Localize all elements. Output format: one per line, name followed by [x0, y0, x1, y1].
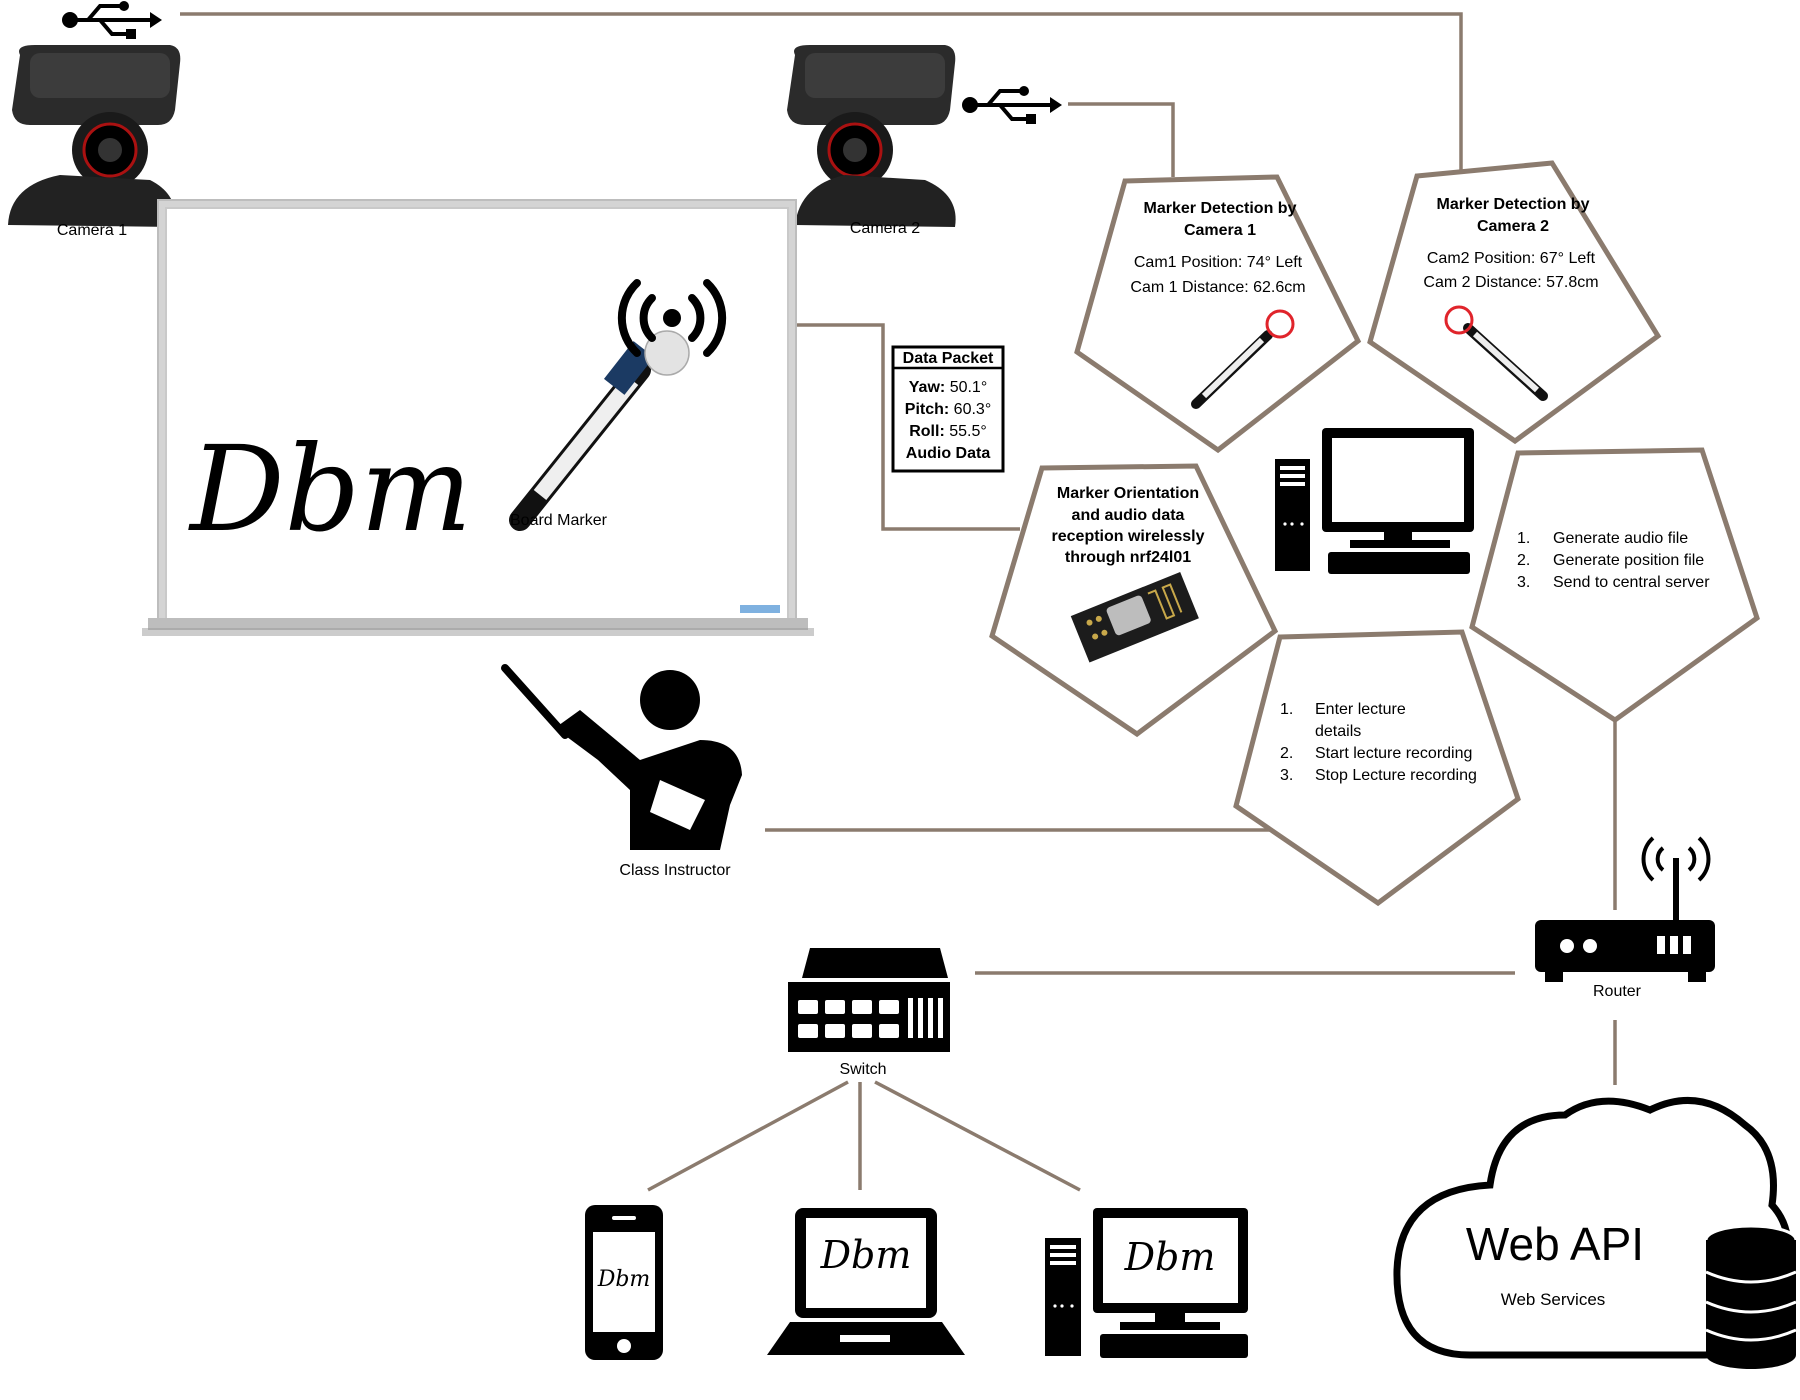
- cam1-distance: Cam 1 Distance: 62.6cm: [1130, 279, 1305, 296]
- orientation-line1: Marker Orientation: [1057, 485, 1199, 502]
- pentagon-lecture: [1233, 629, 1521, 907]
- cam2-detection-title-line1: Marker Detection by: [1437, 196, 1590, 213]
- class-instructor-label: Class Instructor: [619, 862, 731, 879]
- laptop-icon: Dbm: [767, 1208, 965, 1355]
- usb-icon: [62, 1, 162, 39]
- data-packet-box: Data Packet Yaw: 50.1° Pitch: 60.3° Roll…: [891, 345, 1005, 473]
- pentagon-generate: [1469, 447, 1760, 724]
- roll-label: Roll:: [909, 423, 945, 440]
- whiteboard-icon: [142, 199, 814, 636]
- process-pentagons: [989, 160, 1760, 907]
- generate-item-1-num: 1.: [1517, 530, 1530, 547]
- lecture-item-2: Start lecture recording: [1315, 745, 1472, 762]
- generate-item-1: Generate audio file: [1553, 530, 1688, 547]
- generate-item-3-num: 3.: [1517, 574, 1530, 591]
- web-api-title: Web API: [1466, 1218, 1644, 1270]
- yaw-value: 50.1°: [950, 379, 988, 396]
- laptop-screen-writing: Dbm: [820, 1233, 912, 1277]
- router-icon: [1535, 836, 1715, 982]
- svg-text:Roll: 55.5°: Roll: 55.5°: [909, 423, 987, 440]
- svg-text:Yaw: 50.1°: Yaw: 50.1°: [909, 379, 987, 396]
- router-label: Router: [1593, 983, 1642, 1000]
- camera1-label: Camera 1: [57, 222, 127, 239]
- phone-screen-writing: Dbm: [597, 1267, 651, 1292]
- switch-label: Switch: [839, 1061, 886, 1078]
- lecture-item-3: Stop Lecture recording: [1315, 767, 1477, 784]
- camera-icon: [8, 45, 181, 227]
- marker-pen-icon: [509, 330, 690, 531]
- connector-camera1-to-cam1-detection: [180, 12, 1463, 170]
- audio-data-label: Audio Data: [906, 445, 991, 462]
- roll-value: 55.5°: [949, 423, 987, 440]
- database-icon: [1704, 1224, 1798, 1369]
- yaw-label: Yaw:: [909, 379, 945, 396]
- usb-icon: [962, 86, 1062, 124]
- pentagon-cam1-detection: [1074, 174, 1362, 454]
- connector-switch-to-desktop: [874, 1080, 1081, 1192]
- orientation-line4: through nrf24l01: [1065, 549, 1191, 566]
- lecture-item-1-line1: Enter lecture: [1315, 701, 1406, 718]
- generate-item-3: Send to central server: [1553, 574, 1710, 591]
- wireless-signal-icon: [617, 279, 727, 357]
- cam2-position: Cam2 Position: 67° Left: [1427, 250, 1596, 267]
- orientation-line3: reception wirelessly: [1052, 528, 1205, 545]
- desktop-screen-writing: Dbm: [1124, 1235, 1216, 1279]
- cam1-detection-title-line1: Marker Detection by: [1144, 200, 1297, 217]
- lecture-item-1-num: 1.: [1280, 701, 1293, 718]
- pentagon-cam2-detection: [1367, 160, 1662, 445]
- connector-switch-to-phone: [647, 1080, 849, 1192]
- switch-icon: [788, 948, 950, 1052]
- marker-pen-icon: [1444, 305, 1548, 401]
- camera-icon: [787, 45, 956, 227]
- cam2-distance: Cam 2 Distance: 57.8cm: [1423, 274, 1598, 291]
- marker-pen-icon: [1191, 309, 1295, 409]
- pitch-label: Pitch:: [905, 401, 949, 418]
- desktop-computer-icon: Dbm: [1045, 1208, 1248, 1358]
- connector-marker-to-orientation: [740, 323, 1020, 531]
- data-packet-title: Data Packet: [903, 350, 994, 367]
- instructor-icon: [501, 664, 742, 850]
- cam2-detection-title-line2: Camera 2: [1477, 218, 1549, 235]
- svg-text:Pitch: 60.3°: Pitch: 60.3°: [905, 401, 991, 418]
- camera2-label: Camera 2: [850, 220, 920, 237]
- board-writing: Dbm: [188, 420, 472, 558]
- smartphone-icon: Dbm: [585, 1205, 663, 1360]
- web-services-subtitle: Web Services: [1501, 1290, 1606, 1309]
- generate-item-2-num: 2.: [1517, 552, 1530, 569]
- pitch-value: 60.3°: [954, 401, 992, 418]
- cam1-position: Cam1 Position: 74° Left: [1134, 254, 1303, 271]
- cam1-detection-title-line2: Camera 1: [1184, 222, 1256, 239]
- nrf24l01-module-icon: [1070, 571, 1199, 663]
- generate-item-2: Generate position file: [1553, 552, 1704, 569]
- lecture-item-3-num: 3.: [1280, 767, 1293, 784]
- connector-lines: [180, 12, 1617, 1192]
- connector-camera2-to-cam2-detection: [1068, 102, 1175, 177]
- lecture-item-2-num: 2.: [1280, 745, 1293, 762]
- board-marker-label: Board Marker: [510, 512, 608, 529]
- desktop-computer-icon: [1275, 428, 1474, 574]
- orientation-line2: and audio data: [1072, 507, 1185, 524]
- lecture-item-1-line2: details: [1315, 723, 1361, 740]
